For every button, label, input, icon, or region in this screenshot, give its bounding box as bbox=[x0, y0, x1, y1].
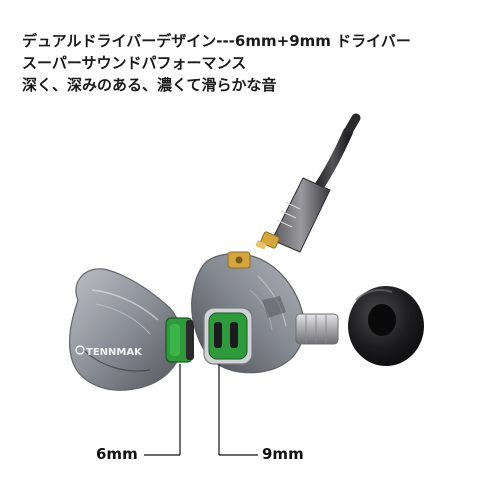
ear-tip bbox=[348, 286, 424, 366]
headline-line-1: デュアルドライバーデザイン---6mm+9mm ドライバー bbox=[22, 32, 411, 50]
driver-9mm-label: 9mm bbox=[262, 445, 304, 463]
cable bbox=[313, 113, 361, 193]
callout-line-9mm bbox=[218, 364, 258, 456]
brand-logo: TENNMAK bbox=[86, 347, 143, 358]
callout-line-6mm bbox=[144, 364, 181, 456]
earphone-left-shell: TENNMAK bbox=[68, 268, 183, 391]
headline-line-2: スーパーサウンドパフォーマンス bbox=[22, 54, 247, 72]
sound-nozzle bbox=[295, 313, 339, 345]
driver-6mm bbox=[165, 317, 194, 363]
driver-6mm-label: 6mm bbox=[96, 445, 138, 463]
headline: デュアルドライバーデザイン---6mm+9mm ドライバー スーパーサウンドパフ… bbox=[22, 30, 492, 96]
mmcx-connector bbox=[255, 177, 331, 253]
driver-9mm bbox=[203, 307, 253, 365]
headline-line-3: 深く、深みのある、濃くて滑らかな音 bbox=[22, 76, 277, 94]
